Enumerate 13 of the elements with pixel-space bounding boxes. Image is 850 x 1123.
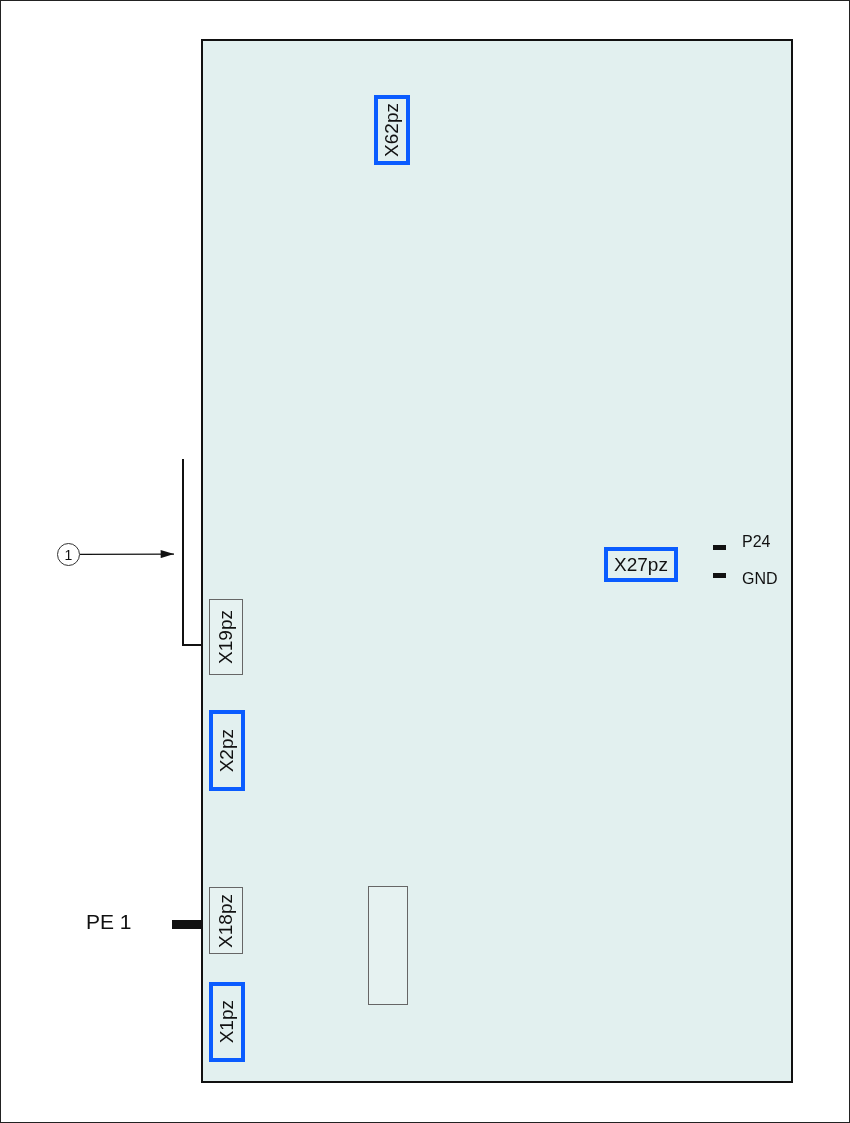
component-outline [368, 886, 408, 1005]
connector-box: X18pz [209, 887, 243, 954]
connector-box: X1pz [209, 982, 245, 1062]
terminal-label: PE 1 [86, 910, 132, 934]
leader-arrow [79, 550, 175, 559]
connector-box: X2pz [209, 710, 245, 791]
connector-box: X62pz [374, 95, 410, 165]
circuit-board [201, 39, 793, 1083]
connector-box: X27pz [604, 547, 678, 582]
signal-label: GND [742, 570, 778, 588]
callout-number: 1 [57, 543, 80, 566]
connector-box: X19pz [209, 599, 243, 675]
signal-label: P24 [742, 533, 771, 551]
